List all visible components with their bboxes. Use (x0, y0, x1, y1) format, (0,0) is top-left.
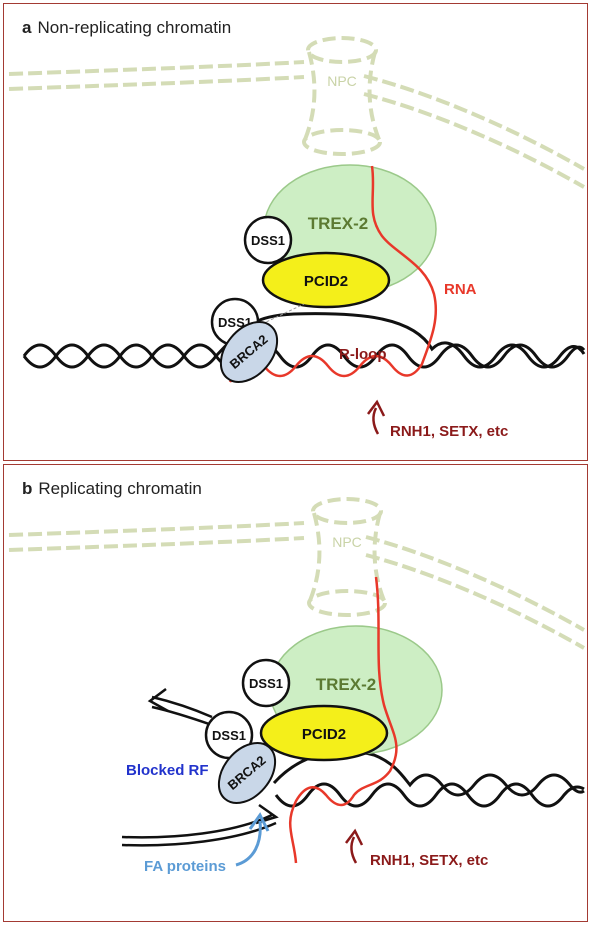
dss1-trex (243, 215, 293, 265)
brca2 (219, 321, 279, 383)
enzyme-arrowhead (345, 828, 364, 846)
fa-proteins-arrow (235, 820, 262, 867)
fa-proteins-label: FA proteins (144, 858, 226, 875)
enzymes-label: RNH1, SETX, etc (390, 423, 508, 440)
panel-b-diagram: NPC TREX-2 PCID2 DSS1 DSS1 BRCA2 Blocked… (8, 497, 585, 875)
npc-label: NPC (327, 73, 357, 89)
enzyme-arrowhead (367, 399, 386, 417)
npc (307, 497, 387, 617)
pcid2 (261, 251, 391, 309)
blocked-rf-label: Blocked RF (126, 762, 209, 779)
dss1-brca2-label: DSS1 (212, 728, 246, 743)
panel-a-diagram: NPC TREX-2 PCID2 DSS1 DSS1 BRCA2 RNA R-l… (8, 36, 586, 440)
enzymes-label: RNH1, SETX, etc (370, 852, 488, 869)
brca2-pcid2-link (261, 303, 305, 325)
replicated-strands (121, 813, 277, 847)
r-loop-label: R-loop (339, 346, 386, 363)
nuclear-envelope (8, 521, 585, 650)
enzyme-arrow (350, 836, 358, 864)
nuclear-envelope (8, 60, 585, 189)
dss1-trex-label: DSS1 (249, 676, 283, 691)
pcid2-label: PCID2 (302, 726, 346, 743)
trex-2-label: TREX-2 (316, 675, 376, 694)
dna-strand-lower (22, 343, 586, 369)
pcid2 (259, 704, 389, 762)
rna-strand (288, 576, 398, 864)
rna-strand (228, 165, 438, 383)
fa-proteins-arrowhead (248, 812, 270, 832)
trex-2-label: TREX-2 (308, 214, 368, 233)
dna-strand-upper (272, 749, 585, 797)
brca2 (217, 742, 277, 804)
enzyme-arrow (372, 407, 380, 435)
npc (302, 36, 382, 156)
dna-strand-lower (274, 782, 585, 808)
dss1-trex (241, 658, 291, 708)
dss1-trex-label: DSS1 (251, 233, 285, 248)
pcid2-label: PCID2 (304, 273, 348, 290)
rna-label: RNA (444, 281, 477, 298)
npc-label: NPC (332, 534, 362, 550)
dss1-release-arrowhead (147, 688, 169, 713)
dss1-release-arrow (151, 695, 213, 727)
dna-strand-upper (22, 312, 586, 369)
